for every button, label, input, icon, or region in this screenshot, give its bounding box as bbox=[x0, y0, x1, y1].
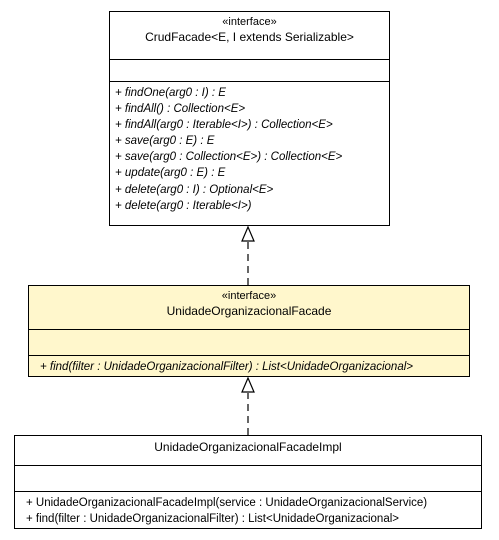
stereotype-label: «interface» bbox=[221, 290, 277, 302]
class-header: «interface» UnidadeOrganizacionalFacade bbox=[29, 286, 469, 329]
operation: + save(arg0 : Collection<E>) : Collectio… bbox=[115, 151, 343, 164]
realization-arrowhead-crud bbox=[241, 225, 255, 242]
operations-compartment: + findOne(arg0 : I) : E + findAll() : Co… bbox=[110, 81, 389, 214]
operation: + findOne(arg0 : I) : E bbox=[115, 87, 226, 99]
realization-arrowhead-facade bbox=[241, 376, 255, 393]
operation: + save(arg0 : E) : E bbox=[115, 135, 215, 148]
operation: + delete(arg0 : Iterable<I>) bbox=[115, 199, 252, 212]
attributes-compartment bbox=[110, 59, 389, 81]
attributes-compartment bbox=[15, 465, 481, 491]
class-box-unidade-organizacional-facade[interactable]: «interface» UnidadeOrganizacionalFacade … bbox=[28, 285, 470, 377]
attributes-compartment bbox=[29, 329, 469, 355]
operation: + find(filter : UnidadeOrganizacionalFil… bbox=[26, 513, 399, 526]
class-name: UnidadeOrganizacionalFacadeImpl bbox=[154, 440, 342, 454]
operation: + delete(arg0 : I) : Optional<E> bbox=[115, 183, 274, 196]
operation: + update(arg0 : E) : E bbox=[115, 167, 226, 180]
class-box-unidade-organizacional-facade-impl[interactable]: UnidadeOrganizacionalFacadeImpl + Unidad… bbox=[14, 435, 482, 529]
class-header: «interface» CrudFacade<E, I extends Seri… bbox=[110, 12, 389, 59]
class-header: UnidadeOrganizacionalFacadeImpl bbox=[15, 436, 481, 465]
class-name: UnidadeOrganizacionalFacade bbox=[166, 304, 332, 318]
operation: + findAll(arg0 : Iterable<I>) : Collecti… bbox=[115, 119, 333, 132]
operations-compartment: + UnidadeOrganizacionalFacadeImpl(servic… bbox=[15, 491, 481, 527]
stereotype-label: «interface» bbox=[222, 16, 277, 28]
operation: + UnidadeOrganizacionalFacadeImpl(servic… bbox=[26, 497, 428, 509]
operations-compartment: + find(filter : UnidadeOrganizacionalFil… bbox=[29, 355, 469, 375]
class-box-crud-facade[interactable]: «interface» CrudFacade<E, I extends Seri… bbox=[109, 11, 390, 226]
operation: + find(filter : UnidadeOrganizacionalFil… bbox=[40, 361, 413, 373]
operation: + findAll() : Collection<E> bbox=[115, 103, 246, 116]
class-name: CrudFacade<E, I extends Serializable> bbox=[145, 30, 354, 44]
